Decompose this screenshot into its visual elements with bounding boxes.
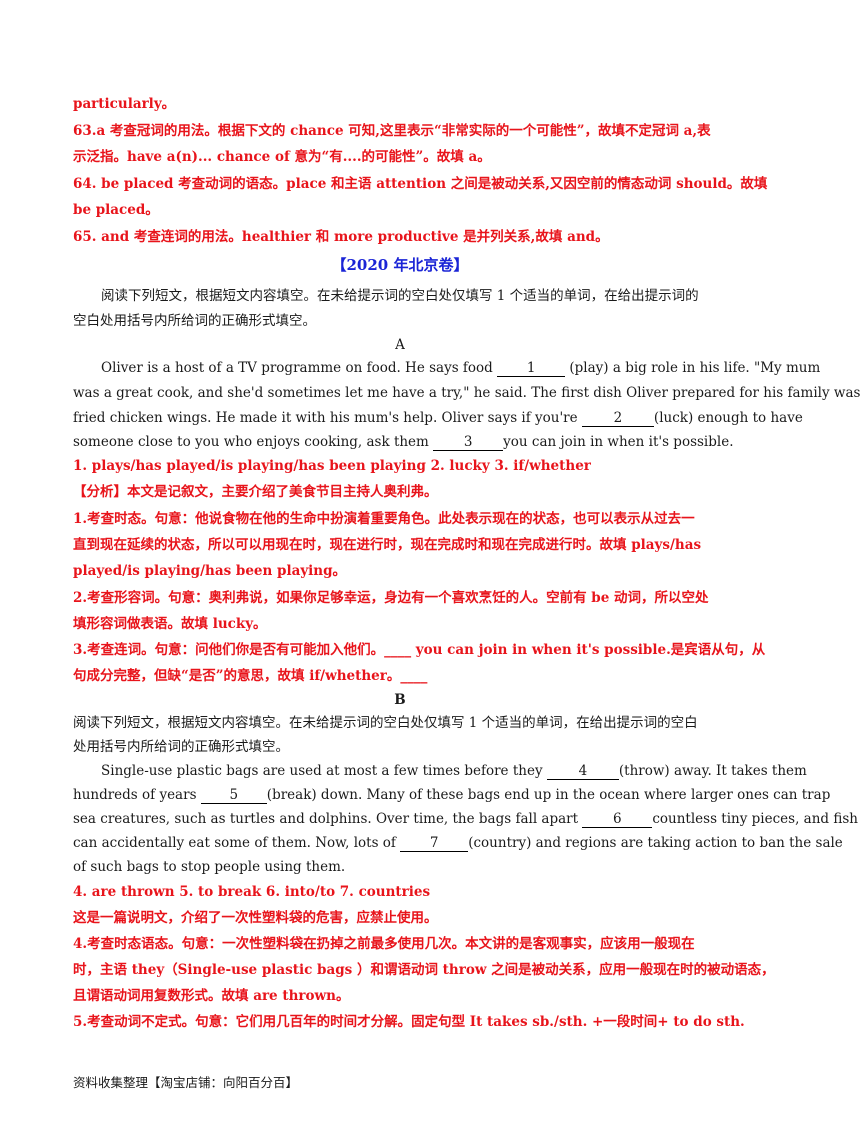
answer-64-line-2: be placed。 [73, 202, 159, 218]
blank-5[interactable]: 5 [200, 788, 267, 804]
explanation-1-line-1: 1.考查时态。句意：他说食物在他的生命中扮演着重要角色。此处表示现在的状态，也可… [73, 511, 695, 527]
blank-7[interactable]: 7 [400, 836, 469, 852]
instruction-line-2: 空白处用括号内所给词的正确形式填空。 [73, 313, 316, 329]
instruction-b-line-2: 处用括号内所给词的正确形式填空。 [73, 739, 289, 755]
analysis-b: 这是一篇说明文，介绍了一次性塑料袋的危害，应禁止使用。 [73, 910, 438, 926]
passage-a-line-4: someone close to you who enjoys cooking,… [73, 434, 734, 451]
passage-b-line-4: can accidentally eat some of them. Now, … [73, 835, 843, 852]
blank-6[interactable]: 6 [582, 812, 653, 828]
blank-3[interactable]: 3 [433, 435, 504, 451]
explanation-4-line-1: 4.考查时态语态。句意：一次性塑料袋在扔掉之前最多使用几次。本文讲的是客观事实，… [73, 936, 695, 952]
explanation-4-line-2: 时，主语 they（Single-use plastic bags ）和谓语动词… [73, 962, 775, 978]
passage-b-line-1: Single-use plastic bags are used at most… [101, 763, 807, 780]
explanation-3-line-1: 3.考查连词。句意：问他们你是否有可能加入他们。____ you can joi… [73, 642, 766, 658]
passage-a-line-3: fried chicken wings. He made it with his… [73, 410, 803, 427]
explanation-1-line-2: 直到现在延续的状态，所以可以用现在时，现在进行时，现在完成时和现在完成进行时。故… [73, 537, 702, 553]
answer-63-line-2: 示泛指。have a(n)... chance of 意为“有....的可能性”… [73, 149, 491, 165]
answer-65-line: 65. and 考查连词的用法。healthier 和 more product… [73, 229, 609, 245]
instruction-line-1: 阅读下列短文，根据短文内容填空。在未给提示词的空白处仅填写 1 个适当的单词，在… [101, 288, 699, 304]
blank-4[interactable]: 4 [546, 764, 619, 780]
passage-a-line-2: was a great cook, and she'd sometimes le… [73, 385, 860, 401]
blank-2[interactable]: 2 [581, 411, 654, 427]
passage-a-line-1: Oliver is a host of a TV programme on fo… [101, 360, 821, 377]
explanation-4-line-3: 且谓语动词用复数形式。故填 are thrown。 [73, 988, 350, 1004]
passage-b-line-5: of such bags to stop people using them. [73, 859, 346, 875]
answer-63-line-1: 63.a 考查冠词的用法。根据下文的 chance 可知,这里表示“非常实际的一… [73, 123, 711, 139]
passage-b-line-3: sea creatures, such as turtles and dolph… [73, 811, 858, 828]
section-title: 【2020 年北京卷】 [331, 256, 469, 274]
page-footer: 资料收集整理【淘宝店铺：向阳百分百】 [73, 1075, 299, 1090]
explanation-5-line-1: 5.考查动词不定式。句意：它们用几百年的时间才分解。固定句型 It takes … [73, 1014, 745, 1030]
answers-b-key: 4. are thrown 5. to break 6. into/to 7. … [73, 884, 431, 900]
document-page: particularly。 63.a 考查冠词的用法。根据下文的 chance … [73, 96, 860, 1090]
answer-64-line-1: 64. be placed 考查动词的语态。place 和主语 attentio… [73, 176, 768, 192]
explanation-2-line-2: 填形容词做表语。故填 lucky。 [73, 616, 267, 632]
explanation-3-line-2: 句成分完整，但缺“是否”的意思，故填 if/whether。____ [73, 668, 428, 684]
passage-b-heading: B [394, 692, 406, 708]
answers-a-key: 1. plays/has played/is playing/has been … [73, 458, 591, 474]
explanation-2-line-1: 2.考查形容词。句意：奥利弗说，如果你足够幸运，身边有一个喜欢烹饪的人。空前有 … [73, 590, 709, 606]
passage-b-line-2: hundreds of years 5(break) down. Many of… [73, 787, 831, 804]
instruction-b-line-1: 阅读下列短文，根据短文内容填空。在未给提示词的空白处仅填写 1 个适当的单词，在… [73, 715, 698, 731]
explanation-1-line-3: played/is playing/has been playing。 [73, 563, 347, 579]
blank-1[interactable]: 1 [497, 361, 566, 377]
analysis-a: 【分析】本文是记叙文，主要介绍了美食节目主持人奥利弗。 [73, 484, 438, 500]
answer-line: particularly。 [73, 96, 176, 112]
passage-a-heading: A [395, 337, 405, 353]
